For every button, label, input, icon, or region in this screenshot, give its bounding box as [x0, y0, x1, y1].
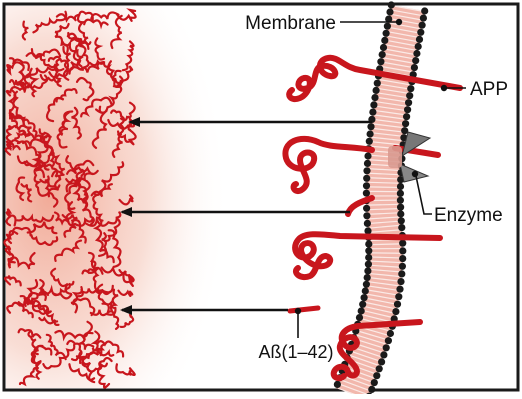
- lipid-head: [407, 85, 414, 92]
- lipid-head: [365, 261, 372, 268]
- enzyme-leader-dot: [412, 171, 418, 177]
- lipid-head: [380, 44, 387, 51]
- lipid-head: [397, 183, 404, 190]
- lipid-head: [385, 337, 392, 344]
- plaque-glow: [6, 6, 246, 388]
- lipid-head: [380, 351, 387, 358]
- lipid-head: [379, 51, 386, 58]
- lipid-head: [365, 247, 372, 254]
- abeta-fragment: [290, 308, 318, 311]
- lipid-head: [399, 247, 406, 254]
- lipid-head: [358, 307, 365, 314]
- lipid-head: [415, 43, 422, 50]
- lipid-head: [402, 120, 409, 127]
- lipid-head: [383, 344, 390, 351]
- lipid-head: [395, 293, 402, 300]
- enzyme-label: Enzyme: [434, 205, 503, 226]
- lipid-head: [363, 175, 370, 182]
- lipid-head: [406, 92, 413, 99]
- lipid-head: [378, 358, 385, 365]
- lipid-head: [362, 287, 369, 294]
- lipid-head: [365, 254, 372, 261]
- lipid-head: [363, 281, 370, 288]
- lipid-head: [369, 109, 376, 116]
- lipid-head: [420, 15, 427, 22]
- lipid-head: [361, 294, 368, 301]
- abeta-label: Aß(1–42): [258, 342, 333, 362]
- lipid-head: [405, 99, 412, 106]
- lipid-head: [356, 314, 363, 321]
- lipid-head: [411, 64, 418, 71]
- lipid-head: [363, 167, 370, 174]
- lipid-head: [392, 308, 399, 315]
- lipid-head: [363, 205, 370, 212]
- lipid-head: [376, 365, 383, 372]
- lipid-head: [368, 386, 375, 393]
- lipid-head: [419, 22, 426, 29]
- lipid-head: [397, 210, 404, 217]
- lipid-head: [377, 58, 384, 65]
- app-leader-dot: [441, 85, 447, 91]
- lipid-head: [416, 36, 423, 43]
- lipid-head: [364, 227, 371, 234]
- lipid-head: [370, 101, 377, 108]
- lipid-head: [365, 241, 372, 248]
- lipid-head: [364, 274, 371, 281]
- lipid-head: [387, 330, 394, 337]
- lipid-head: [364, 267, 371, 274]
- lipid-head: [399, 263, 406, 270]
- lipid-head: [364, 160, 371, 167]
- lipid-head: [394, 301, 401, 308]
- lipid-head: [397, 278, 404, 285]
- lipid-head: [398, 217, 405, 224]
- lipid-head: [403, 113, 410, 120]
- lipid-head: [383, 30, 390, 37]
- lipid-head: [399, 255, 406, 262]
- membrane-label: Membrane: [245, 13, 336, 34]
- lipid-head: [384, 23, 391, 30]
- abeta-leader-dot: [295, 308, 301, 314]
- lipid-head: [366, 138, 373, 145]
- lipid-head: [397, 190, 404, 197]
- lipid-head: [363, 190, 370, 197]
- lipid-head: [399, 240, 406, 247]
- lipid-head: [404, 106, 411, 113]
- lipid-head: [412, 57, 419, 64]
- lipid-head: [367, 123, 374, 130]
- lipid-head: [381, 37, 388, 44]
- membrane-leader-dot: [396, 19, 402, 25]
- lipid-head: [359, 301, 366, 308]
- lipid-head: [374, 80, 381, 87]
- lipid-head: [363, 212, 370, 219]
- lipid-head: [371, 94, 378, 101]
- lipid-head: [364, 152, 371, 159]
- enzyme-body: [388, 146, 402, 168]
- lipid-head: [398, 270, 405, 277]
- lipid-head: [398, 224, 405, 231]
- lipid-head: [334, 381, 341, 388]
- lipid-head: [388, 1, 395, 8]
- lipid-head: [397, 197, 404, 204]
- lipid-head: [413, 50, 420, 57]
- lipid-head: [421, 7, 428, 14]
- lipid-head: [373, 87, 380, 94]
- lipid-head: [367, 130, 374, 137]
- lipid-head: [363, 182, 370, 189]
- lipid-head: [373, 372, 380, 379]
- lipid-head: [364, 220, 371, 227]
- lipid-head: [371, 379, 378, 386]
- lipid-head: [396, 286, 403, 293]
- lipid-head: [417, 29, 424, 36]
- lipid-head: [386, 8, 393, 15]
- lipid-head: [397, 204, 404, 211]
- app-label: APP: [470, 79, 508, 100]
